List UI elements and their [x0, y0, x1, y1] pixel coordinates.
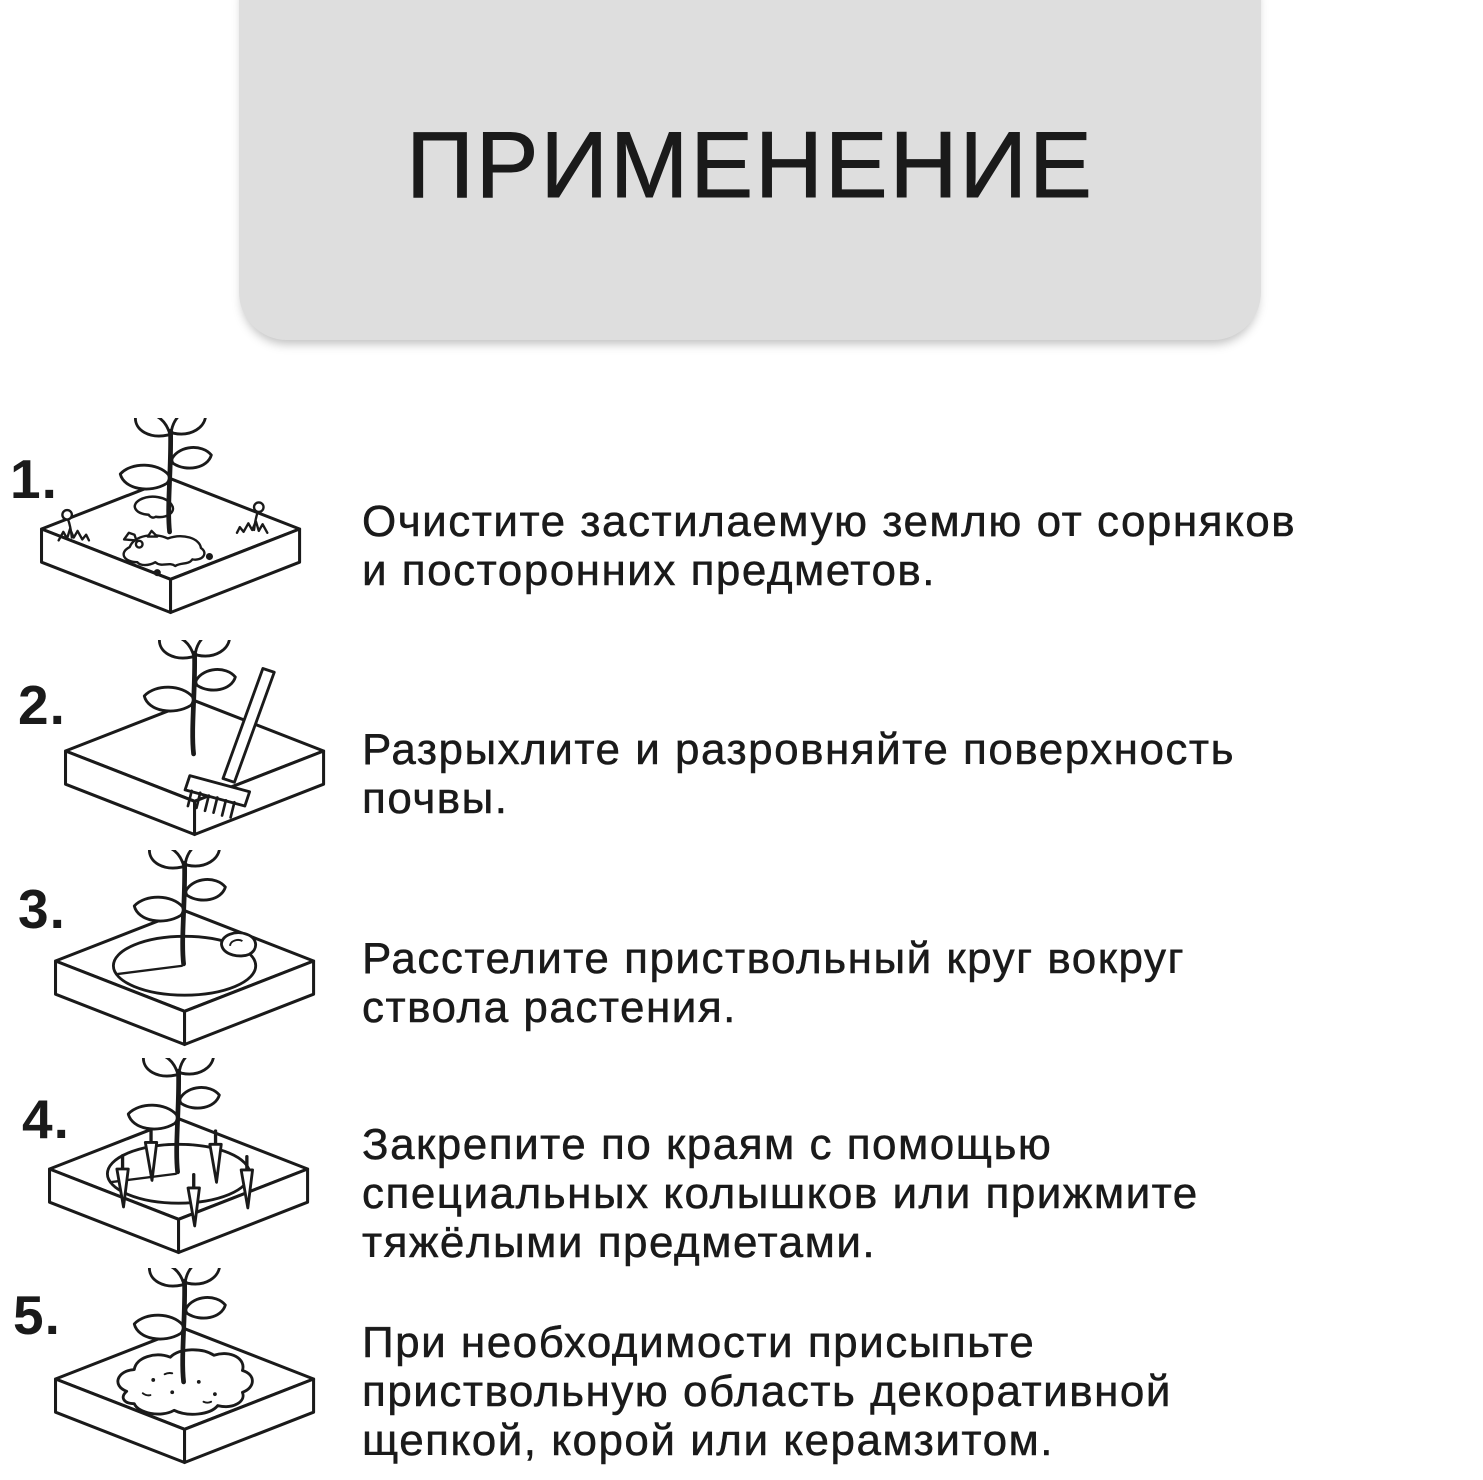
step-2-illustration soil-with-rake-icon — [63, 640, 326, 837]
step-4-illustration soil-with-pegs-icon — [47, 1058, 310, 1255]
step-4-text: Закрепите по краям с помощью специальных… — [362, 1120, 1199, 1268]
step-2-text: Разрыхлите и разровняйте поверхность поч… — [362, 725, 1236, 824]
pebbles-icon — [122, 529, 214, 577]
header-panel: ПРИМЕНЕНИЕ — [239, 0, 1261, 340]
step-5-number: 5. — [13, 1284, 61, 1346]
mat-roll-icon — [220, 931, 258, 958]
step-1-text: Очистите застилаемую землю от сорняков и… — [362, 497, 1297, 596]
step-4-number: 4. — [22, 1088, 70, 1150]
rake-icon — [183, 667, 276, 819]
step-1-number: 1. — [10, 448, 58, 510]
step-3-text: Расстелите приствольный круг вокруг ство… — [362, 934, 1185, 1033]
step-3-illustration soil-with-mat-icon — [53, 850, 316, 1047]
step-5-illustration soil-with-mulch-icon — [53, 1268, 316, 1465]
step-5-text: При необходимости присыпьте приствольную… — [362, 1318, 1172, 1466]
page-title: ПРИМЕНЕНИЕ — [406, 112, 1094, 217]
debris-patch-icon — [122, 534, 206, 568]
step-1-illustration soil-with-weeds-icon — [39, 418, 302, 615]
step-2-number: 2. — [18, 674, 66, 736]
step-3-number: 3. — [18, 878, 66, 940]
